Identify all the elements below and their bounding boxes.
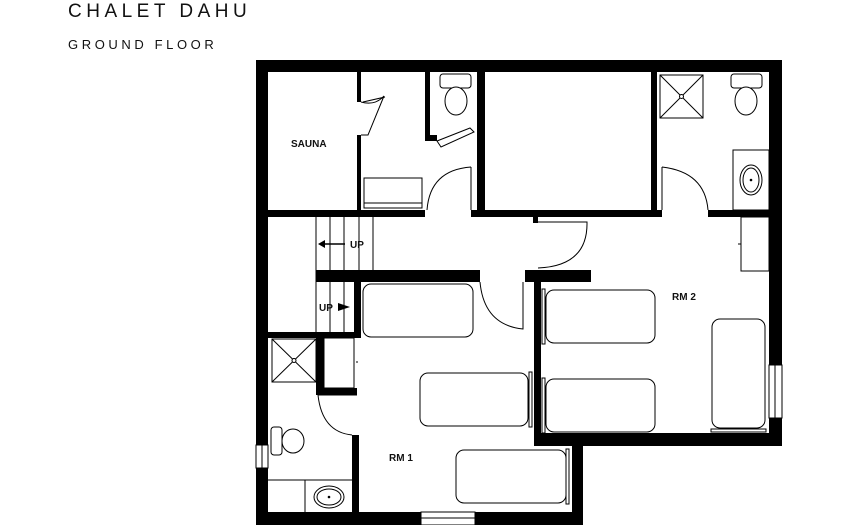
stairs-up-arrow-icon [338,303,350,311]
bed [545,289,656,344]
bed [545,378,656,433]
shower-icon [271,338,317,383]
walls [256,60,782,525]
closet [323,337,358,389]
beds [362,283,767,505]
bed [711,318,766,429]
toilet-icon [730,73,763,116]
closet-bench [363,177,423,209]
room-label-rm2: RM 2 [672,292,696,303]
doors [317,95,709,436]
stairs-up-label: UP [319,303,333,314]
toilet-icon [270,426,305,456]
room-label-sauna: SAUNA [291,139,327,150]
bed [455,449,567,504]
stairs-up-arrow-icon [318,240,345,248]
wardrobe [738,216,770,272]
shower-icon [659,74,704,119]
floor-subtitle: GROUND FLOOR [68,37,218,52]
bed [362,283,474,338]
bed [419,372,529,427]
windows [255,364,783,525]
sink-icon [732,149,770,211]
plan-title: CHALET DAHU [68,1,252,22]
stairs-up-label: UP [350,240,364,251]
stairs [315,217,374,332]
sink-icon [268,479,352,512]
toilet-icon [439,73,472,116]
room-label-rm1: RM 1 [389,453,413,464]
